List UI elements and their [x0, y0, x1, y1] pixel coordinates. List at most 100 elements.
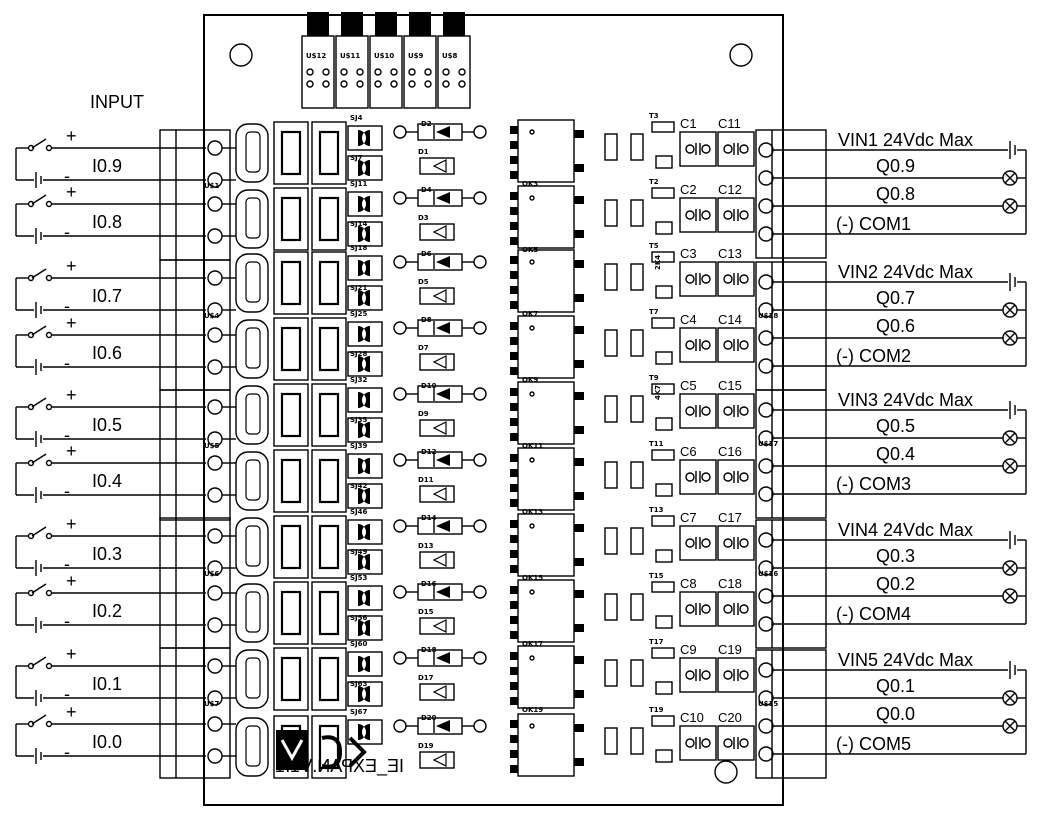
diode-icon	[436, 720, 450, 732]
input-filter-core	[245, 197, 261, 239]
pad-icon	[473, 651, 487, 665]
lamp-icon	[1004, 460, 1016, 472]
pad-icon	[458, 68, 466, 76]
terminal-screw-icon	[207, 617, 223, 633]
minus-sign: -	[64, 684, 70, 704]
pad-icon	[473, 719, 487, 733]
pad-icon	[393, 321, 407, 335]
lamp-icon	[1004, 720, 1016, 732]
input-filter-core	[245, 131, 261, 173]
jumper-icon	[358, 422, 370, 438]
jumper-icon	[358, 392, 370, 408]
diode-label: D3	[418, 214, 429, 222]
pad-icon	[393, 585, 407, 599]
pad-icon	[322, 80, 330, 88]
resistor-block	[311, 187, 347, 251]
opto-pin	[510, 616, 518, 624]
resistor-body	[604, 527, 618, 555]
opto-pin	[510, 454, 518, 462]
terminal-screw-icon	[207, 528, 223, 544]
pad-icon	[458, 80, 466, 88]
capacitor-pad-icon	[723, 144, 733, 154]
opto-label: OK17	[522, 640, 543, 648]
jumper-label: SJ7	[350, 154, 363, 162]
diode-icon	[432, 355, 447, 369]
transistor-body	[651, 647, 675, 659]
diode-label: D5	[418, 278, 429, 286]
jumper-label: SJ32	[350, 376, 368, 384]
lamp-icon	[1004, 304, 1016, 316]
diode-label: D9	[418, 410, 429, 418]
terminal-screw-icon	[758, 616, 774, 632]
transistor-label: T19	[649, 706, 664, 714]
jumper-icon	[358, 686, 370, 702]
pad-icon	[393, 255, 407, 269]
input-label: I0.5	[92, 415, 122, 435]
resistor-block	[273, 187, 309, 251]
input-filter-core	[245, 261, 261, 303]
lamp-icon	[1004, 590, 1016, 602]
switch-contact-icon	[45, 720, 53, 728]
plus-sign: +	[66, 385, 77, 405]
diode-icon	[432, 553, 447, 567]
optocoupler-body	[517, 185, 575, 249]
opto-pin	[574, 426, 584, 434]
capacitor-pad-icon	[739, 670, 749, 680]
pad-icon	[306, 80, 314, 88]
minus-sign: -	[64, 742, 70, 762]
jumper-label: SJ60	[350, 640, 368, 648]
capacitor-pad-icon	[723, 670, 733, 680]
pin1-dot-icon	[529, 259, 535, 265]
jumper-icon	[358, 290, 370, 306]
capacitor-pad-icon	[685, 210, 695, 220]
input-terminal-block	[159, 647, 231, 779]
pin1-dot-icon	[529, 589, 535, 595]
capacitor-pad-icon	[739, 538, 749, 548]
jumper-icon	[358, 554, 370, 570]
diode-label: D11	[418, 476, 434, 484]
opto-pin	[510, 520, 518, 528]
capacitor-pad-icon	[701, 738, 711, 748]
input-filter	[235, 649, 269, 709]
capacitor-pad-icon	[701, 274, 711, 284]
switch-contact-icon	[45, 459, 53, 467]
diode-body	[419, 617, 455, 635]
vin-label: VIN3 24Vdc Max	[838, 390, 973, 410]
capacitor-pad-icon	[701, 670, 711, 680]
input-label: I0.0	[92, 732, 122, 752]
opto-pin	[510, 418, 518, 426]
resistor-block	[273, 581, 309, 645]
capacitor-body	[717, 459, 755, 495]
diode-icon	[436, 520, 450, 532]
opto-pin	[510, 286, 518, 294]
opto-pin	[574, 196, 584, 204]
capacitor-pad-icon	[723, 538, 733, 548]
minus-sign: -	[64, 166, 70, 186]
switch-contact-icon	[45, 144, 53, 152]
resistor-block	[273, 317, 309, 381]
opto-pin	[574, 558, 584, 566]
opto-pin	[510, 484, 518, 492]
capacitor-label: C2	[680, 182, 697, 197]
terminal-screw-icon	[758, 718, 774, 734]
resistor-block	[311, 647, 347, 711]
transistor-body	[651, 515, 675, 527]
opto-pin	[574, 260, 584, 268]
switch-lever	[31, 138, 47, 149]
capacitor-pad-icon	[701, 340, 711, 350]
pad-icon	[424, 68, 432, 76]
input-label: I0.2	[92, 601, 122, 621]
capacitor-label: C20	[718, 710, 742, 725]
resistor-body	[630, 263, 644, 291]
capacitor-pad-icon	[723, 604, 733, 614]
capacitor-body	[679, 657, 717, 693]
capacitor-label: C1	[680, 116, 697, 131]
smd-resistor	[655, 351, 673, 365]
resistor-body	[280, 524, 302, 570]
lamp-icon	[1004, 692, 1016, 704]
jumper-icon	[358, 524, 370, 540]
jumper-icon	[358, 724, 370, 740]
pin1-dot-icon	[529, 723, 535, 729]
switch-lever	[31, 583, 47, 594]
